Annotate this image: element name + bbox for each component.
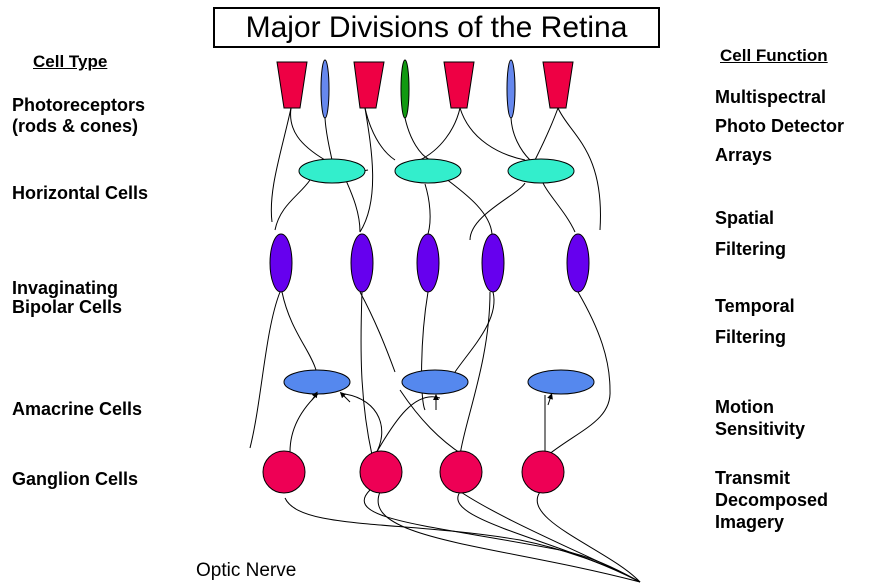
amacrine-cell [528, 370, 594, 394]
cone-cell [543, 62, 573, 108]
horizontal-cell-layer [299, 159, 574, 183]
amacrine-cell-layer [284, 370, 594, 394]
bipolar-cell [567, 234, 589, 292]
cone-cell [354, 62, 384, 108]
bipolar-cell [482, 234, 504, 292]
horizontal-cell [299, 159, 365, 183]
cone-cell [444, 62, 474, 108]
bipolar-cell [270, 234, 292, 292]
bipolar-cell-layer [270, 234, 589, 292]
ganglion-cell [360, 451, 402, 493]
bipolar-cell [417, 234, 439, 292]
bipolar-cell [351, 234, 373, 292]
rod-cell [401, 60, 409, 118]
cone-cell [277, 62, 307, 108]
amacrine-cell [284, 370, 350, 394]
ganglion-cell [440, 451, 482, 493]
amacrine-cell [402, 370, 468, 394]
ganglion-cell-layer [263, 451, 564, 493]
horizontal-cell [508, 159, 574, 183]
ganglion-cell [263, 451, 305, 493]
horizontal-cell [395, 159, 461, 183]
rod-cell [321, 60, 329, 118]
ganglion-cell [522, 451, 564, 493]
photoreceptor-layer [277, 60, 573, 118]
rod-cell [507, 60, 515, 118]
